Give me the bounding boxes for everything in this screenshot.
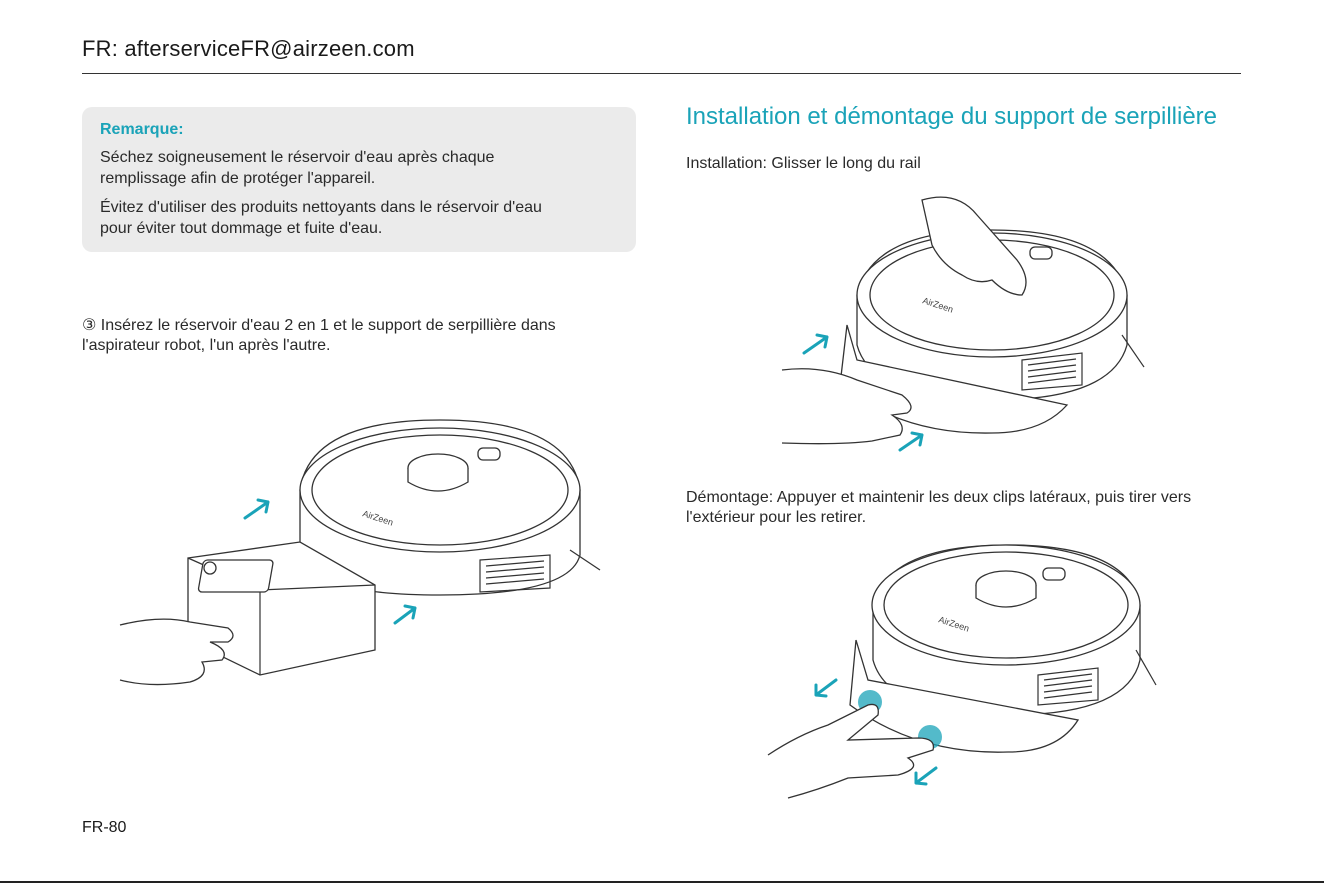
note-line-4: pour éviter tout dommage et fuite d'eau. xyxy=(100,220,383,237)
note-line-3: Évitez d'utiliser des produits nettoyant… xyxy=(100,199,542,216)
water-tank-illustration xyxy=(187,541,376,676)
arrow-icon xyxy=(898,431,924,452)
step-line-1: ③ Insérez le réservoir d'eau 2 en 1 et l… xyxy=(82,317,556,334)
mop-install-illustration: AirZeen xyxy=(781,196,1145,452)
tank-insertion-illustration: AirZeen xyxy=(119,419,601,686)
step-3-text: ③ Insérez le réservoir d'eau 2 en 1 et l… xyxy=(82,316,622,356)
remove-line-1: Démontage: Appuyer et maintenir les deux… xyxy=(686,489,1192,506)
arrow-icon xyxy=(802,333,829,355)
header-divider xyxy=(82,73,1241,74)
hand-illustration xyxy=(781,196,1027,445)
robot-vacuum-illustration: AirZeen xyxy=(849,544,1157,753)
section-title: Installation et démontage du support de … xyxy=(686,103,1217,130)
page-number: FR-80 xyxy=(82,819,127,836)
install-text: Installation: Glisser le long du rail xyxy=(686,155,921,172)
hand-illustration xyxy=(767,703,935,799)
robot-vacuum-illustration: AirZeen xyxy=(299,419,601,596)
bottom-divider xyxy=(0,881,1324,883)
arrow-icon xyxy=(393,604,417,625)
arrow-icon xyxy=(914,766,938,786)
remove-text: Démontage: Appuyer et maintenir les deux… xyxy=(686,488,1246,528)
arrow-icon xyxy=(243,498,270,520)
remove-line-2: l'extérieur pour les retirer. xyxy=(686,509,867,526)
header-email: FR: afterserviceFR@airzeen.com xyxy=(82,36,415,61)
mop-remove-illustration: AirZeen xyxy=(767,544,1157,799)
hand-illustration xyxy=(119,618,234,686)
note-title: Remarque: xyxy=(100,121,184,138)
step-line-2: l'aspirateur robot, l'un après l'autre. xyxy=(82,337,331,354)
arrow-icon xyxy=(814,678,838,698)
note-box xyxy=(82,107,636,252)
note-line-2: remplissage afin de protéger l'appareil. xyxy=(100,170,376,187)
note-line-1: Séchez soigneusement le réservoir d'eau … xyxy=(100,149,495,166)
